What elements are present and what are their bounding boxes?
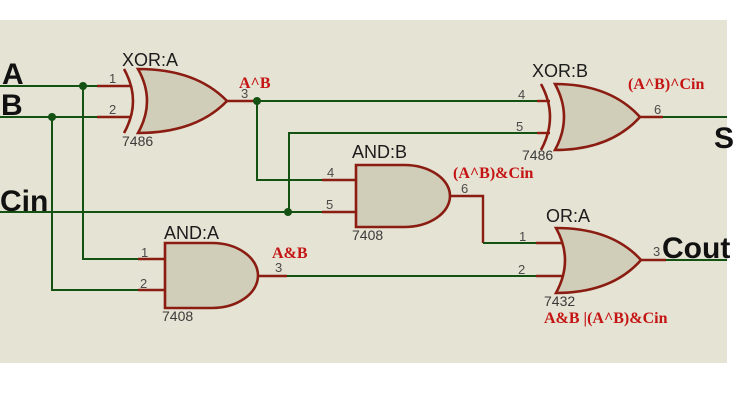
and-b-body[interactable] (354, 163, 452, 229)
gate-xor-a[interactable] (122, 67, 229, 135)
input-label-a: A (2, 58, 24, 91)
junction-dot-axorb (253, 97, 261, 105)
xor-a-body[interactable] (135, 67, 229, 135)
wire-net-axorb[interactable] (227, 99, 550, 182)
pin-or-a-2: 2 (518, 262, 525, 277)
expr-label-axorb-and-cin: (A^B)&Cin (453, 165, 534, 182)
expr-label-carry: A&B |(A^B)&Cin (544, 310, 668, 327)
gate-and-a[interactable] (163, 241, 260, 310)
part-number-xor-b: 7486 (522, 147, 553, 163)
part-number-and-a: 7408 (162, 308, 193, 324)
output-label-cout: Cout (662, 232, 730, 265)
part-number-or-a: 7432 (544, 293, 575, 309)
pin-and-b-6: 6 (461, 181, 468, 196)
gate-name-and-b: AND:B (352, 142, 407, 162)
junction-dot-a (79, 82, 87, 90)
input-label-b: B (1, 89, 23, 122)
expr-label-axorb: A^B (239, 75, 271, 92)
pin-xor-b-4: 4 (518, 87, 525, 102)
wire-net-b[interactable] (0, 115, 165, 292)
wire-cin-branch-to-xor-b[interactable] (288, 132, 537, 212)
gate-or-a[interactable] (553, 226, 643, 295)
part-number-and-b: 7408 (352, 227, 383, 243)
gate-name-and-a: AND:A (164, 223, 219, 243)
xor-b-input-arc (539, 83, 552, 151)
wire-b-branch-to-and-a[interactable] (51, 117, 138, 291)
gate-name-or-a: OR:A (546, 206, 590, 226)
gate-xor-b[interactable] (539, 82, 642, 152)
wire-a-branch-to-and-a[interactable] (82, 86, 138, 260)
output-label-s: S (714, 122, 734, 155)
gate-name-xor-b: XOR:B (532, 61, 588, 81)
junction-dot-cin (284, 208, 292, 216)
xor-b-body[interactable] (552, 82, 642, 152)
expr-label-aandb: A&B (272, 245, 308, 262)
expr-label-sum: (A^B)^Cin (628, 76, 704, 93)
pin-or-a-3: 3 (653, 244, 660, 259)
pin-and-b-4: 4 (327, 165, 334, 180)
junction-dot-b (48, 113, 56, 121)
or-a-body[interactable] (553, 226, 643, 295)
wire-andb-output-stub[interactable] (450, 194, 485, 243)
pin-and-a-3: 3 (275, 260, 282, 275)
input-label-cin: Cin (0, 185, 48, 218)
xor-a-input-arc (122, 68, 135, 134)
pin-xor-a-3: 3 (241, 86, 248, 101)
and-a-body[interactable] (163, 241, 260, 310)
pin-xor-b-6: 6 (654, 102, 661, 117)
pin-xor-a-2: 2 (109, 102, 116, 117)
pin-and-a-1: 1 (141, 245, 148, 260)
gate-and-b[interactable] (354, 163, 452, 229)
pin-and-a-2: 2 (140, 276, 147, 291)
pin-xor-a-1: 1 (109, 71, 116, 86)
wire-axorb-branch-to-and-b[interactable] (256, 101, 322, 181)
pin-or-a-1: 1 (519, 229, 526, 244)
gate-name-xor-a: XOR:A (122, 50, 178, 70)
pin-xor-b-5: 5 (516, 119, 523, 134)
wire-net-cin[interactable] (0, 131, 550, 214)
pin-and-b-5: 5 (326, 197, 333, 212)
part-number-xor-a: 7486 (122, 133, 153, 149)
wire-net-axorb-and-cin[interactable] (450, 194, 562, 245)
